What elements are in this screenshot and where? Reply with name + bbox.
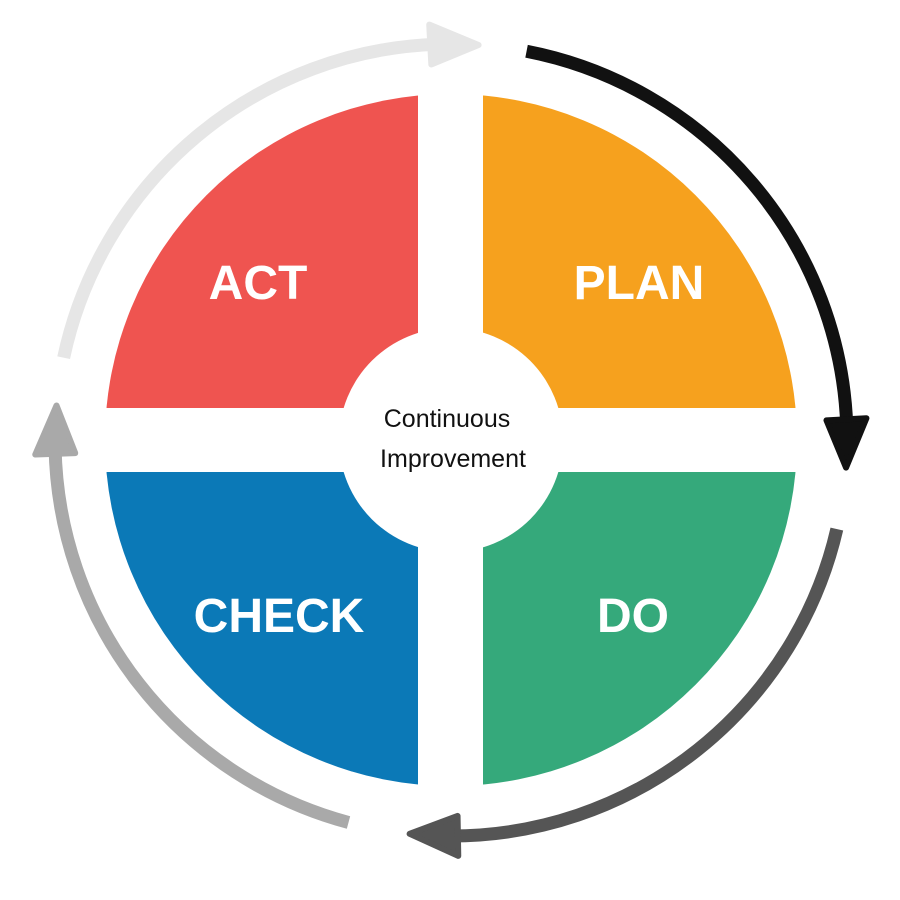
center-label-line2: Improvement (380, 445, 526, 473)
arrow-plan-to-do-head-icon (823, 415, 870, 471)
label-check: CHECK (194, 590, 365, 643)
arrow-act-to-plan-head-icon (426, 21, 482, 68)
arrow-check-to-act-head-icon (32, 402, 79, 458)
arrow-do-to-check-head-icon (406, 812, 462, 859)
arrow-check-to-act (48, 446, 351, 829)
center-circle (339, 328, 563, 552)
quadrant-plan (483, 94, 797, 408)
arrow-plan-to-do (525, 44, 854, 427)
cycle-arrows (32, 21, 870, 859)
label-do: DO (597, 590, 669, 643)
label-act: ACT (209, 257, 308, 310)
arrow-act-to-plan (57, 37, 438, 360)
arrow-do-to-check (450, 527, 844, 843)
label-plan: PLAN (574, 257, 705, 310)
center-label-line1: Continuous (384, 405, 510, 433)
quadrant-act (105, 94, 418, 408)
